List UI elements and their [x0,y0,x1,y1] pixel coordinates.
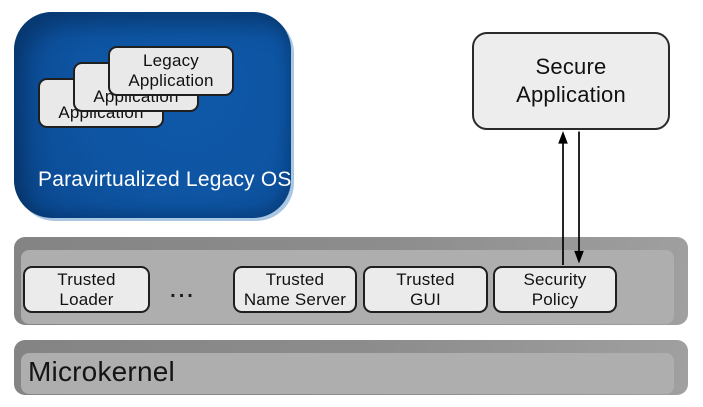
security-policy-label: Security Policy [523,269,587,309]
microkernel-bar-face [21,353,674,394]
microkernel-label: Microkernel [28,356,175,387]
legacy-application-label: Legacy Application [128,51,214,90]
secure-application-box: Secure Application [472,32,670,130]
trusted-loader-label: Trusted Loader [57,269,116,309]
trusted-name-server-label: Trusted Name Server [243,269,347,309]
paravirtualized-legacy-os-label: Paravirtualized Legacy OS [38,168,292,191]
legacy-application-card-front: Legacy Application [108,46,234,96]
microkernel-bar [14,340,688,395]
trusted-gui-label: Trusted GUI [396,269,455,309]
security-policy-box: Security Policy [493,266,617,313]
trusted-gui-box: Trusted GUI [363,266,488,313]
more-services-ellipsis: ... [170,280,196,302]
secure-application-label: Secure Application [516,54,626,107]
trusted-name-server-box: Trusted Name Server [233,266,357,313]
trusted-loader-box: Trusted Loader [23,266,150,313]
